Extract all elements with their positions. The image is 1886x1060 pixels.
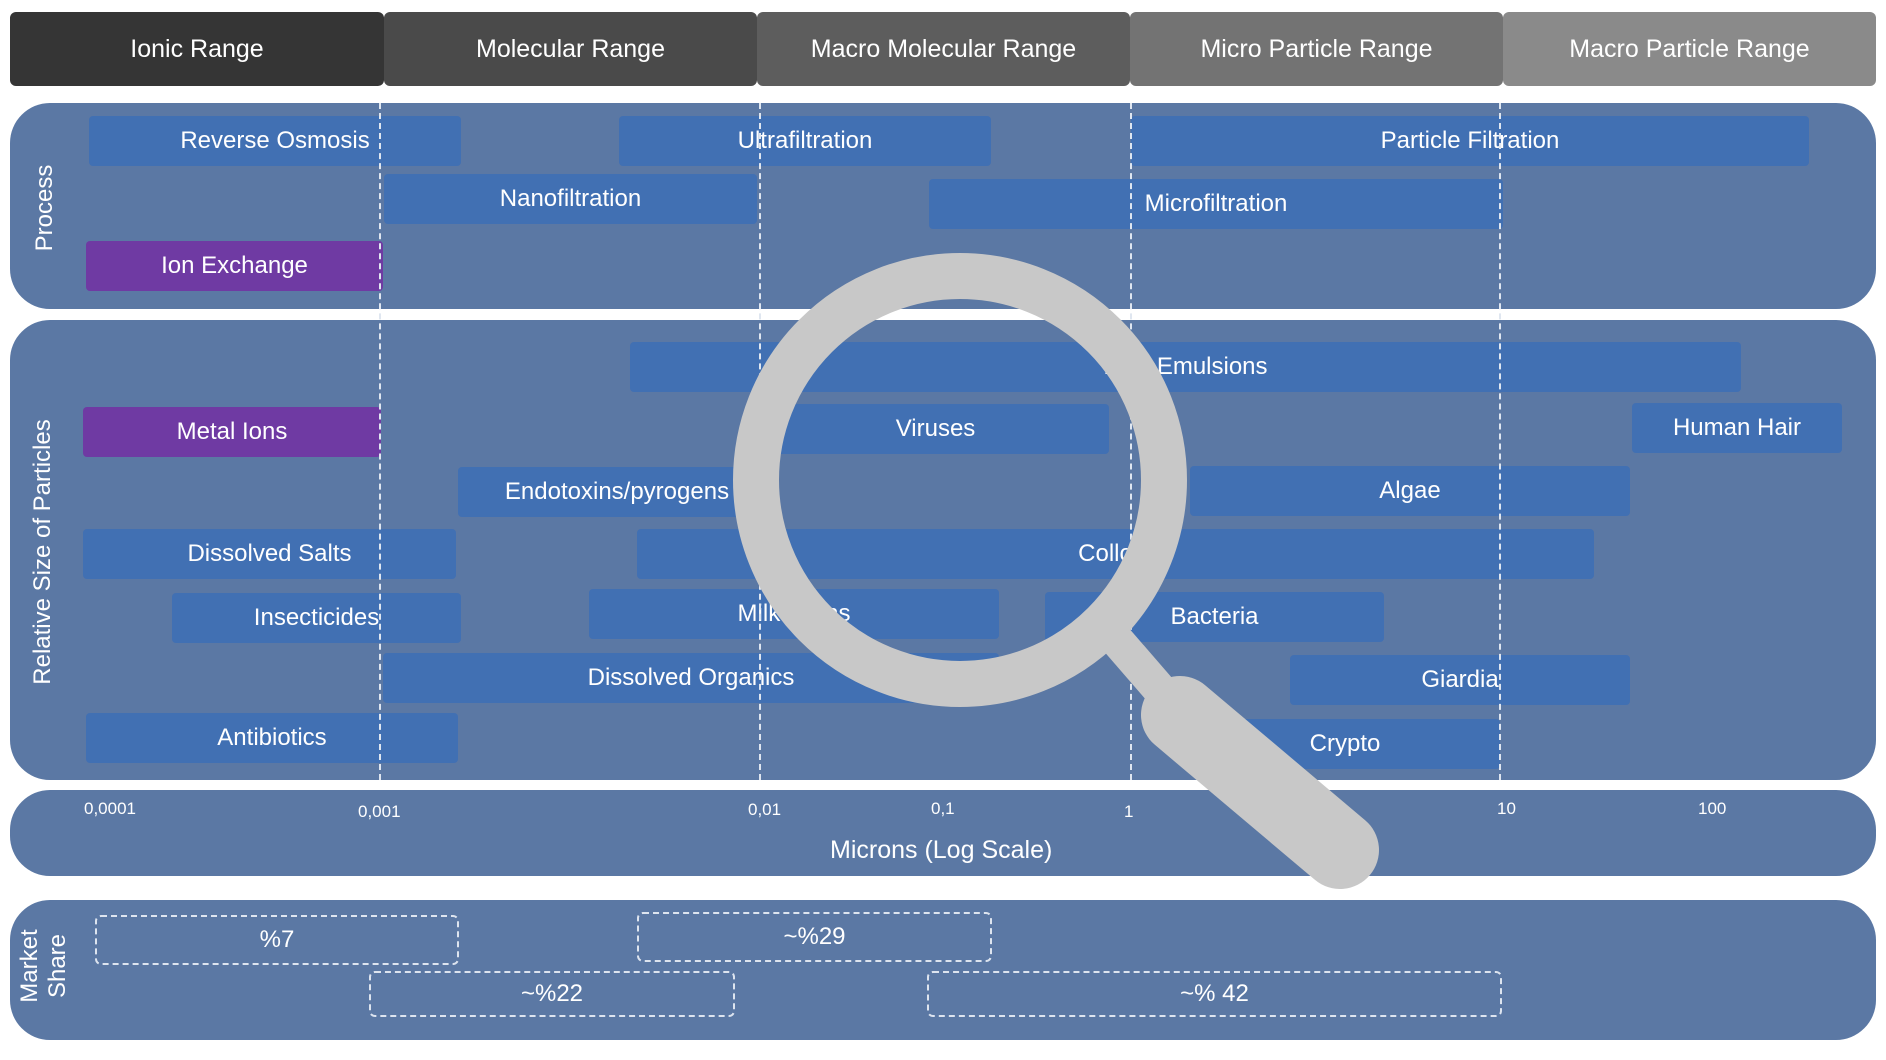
range-macro-molecular: Macro Molecular Range <box>757 12 1130 86</box>
particle-human-hair: Human Hair <box>1632 403 1842 453</box>
particle-emulsions: L... / Emulsions <box>630 342 1741 392</box>
divider-1 <box>1130 103 1132 780</box>
divider-0001 <box>379 103 381 780</box>
particle-viruses: Viruses <box>762 404 1109 454</box>
process-microfiltration: Microfiltration <box>929 179 1503 229</box>
process-section-label: Process <box>31 164 58 252</box>
tick-label: 0,0001 <box>84 799 136 818</box>
tick-label: 0,1 <box>931 799 955 818</box>
process-reverse-osmosis: Reverse Osmosis <box>89 116 461 166</box>
process-particle-filtration: Particle Filtration <box>1131 116 1809 166</box>
particle-endotoxins-pyrogens: Endotoxins/pyrogens <box>458 467 776 517</box>
process-ion-exchange: Ion Exchange <box>86 241 383 291</box>
axis-panel <box>10 790 1876 876</box>
particle-colloids: Collo... <box>637 529 1594 579</box>
market-share-micro-macro-particle: ~% 42 <box>927 971 1502 1017</box>
particle-giardia: Giardia <box>1290 655 1630 705</box>
particle-bacteria: Bacteria <box>1045 592 1384 642</box>
particle-milk-proteins: Milk P...ins <box>589 589 999 639</box>
particle-dissolved-organics: Dissolved Organics <box>383 653 999 703</box>
particle-antibiotics: Antibiotics <box>86 713 458 763</box>
tick-label: 10 <box>1497 799 1516 818</box>
particles-section-label: Relative Size of Particles <box>29 419 56 685</box>
particle-insecticides: Insecticides <box>172 593 461 643</box>
divider-001 <box>759 103 761 780</box>
tick-label: 100 <box>1698 799 1727 818</box>
range-molecular: Molecular Range <box>384 12 757 86</box>
range-micro-particle: Micro Particle Range <box>1130 12 1503 86</box>
particle-metal-ions: Metal Ions <box>83 407 381 457</box>
range-ionic: Ionic Range <box>10 12 384 86</box>
tick-label: 0,001 <box>358 802 401 821</box>
particle-dissolved-salts: Dissolved Salts <box>83 529 456 579</box>
tick-label: 1 <box>1124 802 1134 821</box>
tick-label: 0,01 <box>748 800 782 819</box>
market-share-ionic: %7 <box>95 915 459 965</box>
process-nanofiltration: Nanofiltration <box>384 174 757 224</box>
range-macro-particle: Macro Particle Range <box>1503 12 1876 86</box>
particle-algae: Algae <box>1190 466 1630 516</box>
market-share-label-line1: Market <box>16 929 43 1003</box>
particle-crypto: Crypto <box>1190 719 1500 769</box>
divider-10 <box>1499 103 1501 780</box>
axis-title: Microns (Log Scale) <box>830 836 1053 864</box>
market-share-label-line2: Share <box>44 933 71 999</box>
process-ultrafiltration: Ultrafiltration <box>619 116 991 166</box>
market-share-molecular: ~%22 <box>369 971 735 1017</box>
market-share-macro-molecular: ~%29 <box>637 912 992 962</box>
